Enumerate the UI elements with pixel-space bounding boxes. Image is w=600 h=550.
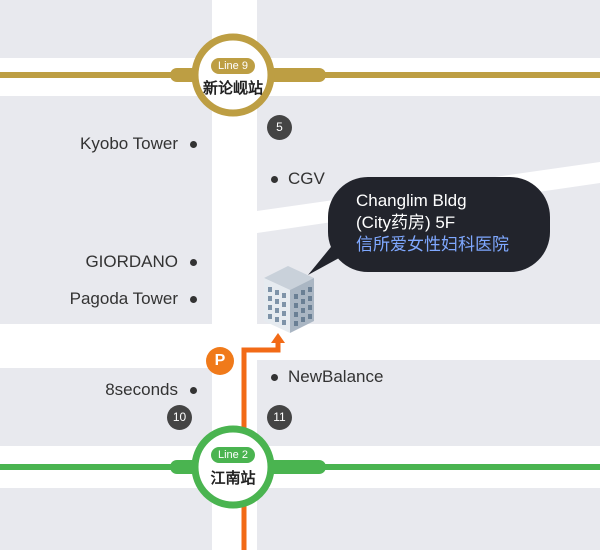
office-building-icon: [264, 266, 314, 333]
destination-callout: Changlim Bldg (City药房) 5F 信所爱女性妇科医院: [328, 177, 550, 272]
exit-10-badge: 10: [167, 405, 192, 430]
place-label: CGV: [288, 169, 325, 188]
place-8seconds: 8seconds: [105, 380, 197, 400]
callout-clinic-name: 信所爱女性妇科医院: [356, 235, 509, 254]
place-kyobo-tower: Kyobo Tower: [80, 134, 197, 154]
exit-5-badge: 5: [267, 115, 292, 140]
place-label: NewBalance: [288, 367, 384, 386]
place-dot: [190, 259, 197, 267]
city-block: [257, 0, 600, 58]
place-label: GIORDANO: [85, 252, 178, 271]
callout-building-name: Changlim Bldg: [356, 191, 467, 210]
city-block: [0, 488, 212, 550]
line2-label: Line 2: [211, 447, 255, 463]
place-label: Kyobo Tower: [80, 134, 178, 153]
place-dot: [190, 296, 197, 304]
place-giordano: GIORDANO: [85, 252, 197, 272]
parking-icon: P: [206, 347, 234, 375]
station-name-bottom: 江南站: [210, 470, 256, 487]
city-block: [257, 488, 600, 550]
route-arrowhead: [271, 333, 285, 343]
exit-11-badge: 11: [267, 405, 292, 430]
city-block: [257, 360, 600, 446]
city-block: [257, 96, 600, 211]
place-dot: [271, 176, 278, 184]
place-dot: [271, 374, 278, 382]
place-cgv: CGV: [271, 169, 325, 189]
line9-label: Line 9: [211, 58, 255, 74]
place-dot: [190, 141, 197, 149]
city-block: [0, 0, 212, 58]
callout-floor: (City药房) 5F: [356, 213, 456, 232]
place-pagoda-tower: Pagoda Tower: [70, 289, 197, 309]
place-newbalance: NewBalance: [271, 367, 383, 387]
station-ring-top: [191, 33, 275, 117]
place-label: 8seconds: [105, 380, 178, 399]
place-label: Pagoda Tower: [69, 289, 178, 308]
city-block: [0, 96, 212, 324]
station-name-top: 新论岘站: [202, 80, 263, 97]
place-dot: [190, 387, 197, 395]
